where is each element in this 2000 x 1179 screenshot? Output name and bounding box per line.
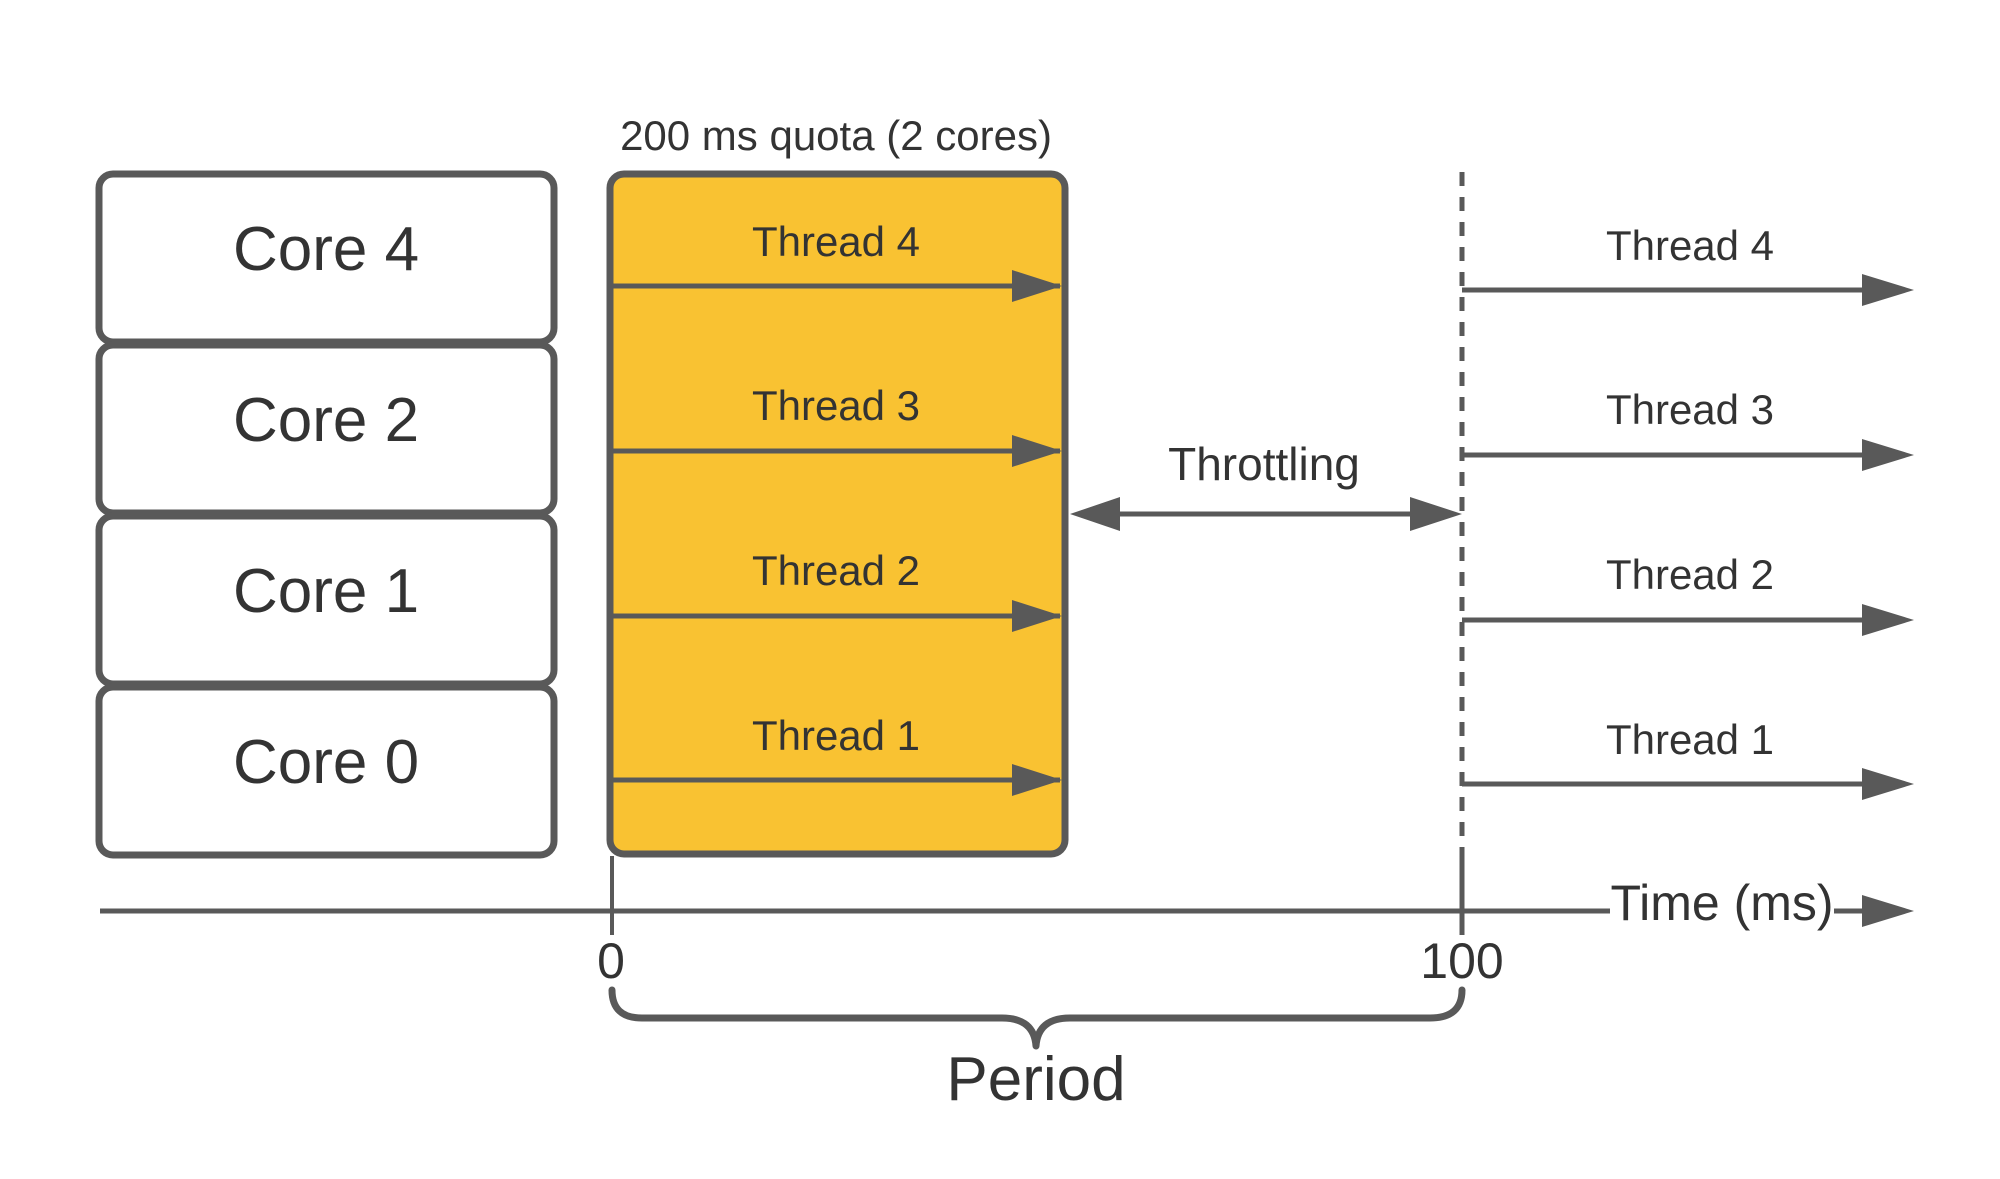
- next-thread-label-3: Thread 3: [1606, 386, 1774, 433]
- core-label-2: Core 2: [233, 386, 419, 455]
- next-thread-arrowhead-3: [1862, 439, 1914, 471]
- throttling-arrowhead-right: [1410, 497, 1462, 531]
- next-thread-label-2: Thread 2: [1606, 551, 1774, 598]
- time-axis: Time (ms) 0 100: [100, 856, 1914, 989]
- core-label-1: Core 1: [233, 557, 419, 626]
- period-label: Period: [946, 1045, 1125, 1114]
- throttling-label: Throttling: [1168, 438, 1360, 490]
- next-threads: Thread 4 Thread 3 Thread 2 Thread 1: [1462, 222, 1914, 800]
- period-brace: [608, 986, 1466, 1050]
- quota-thread-arrowhead-4: [1012, 270, 1062, 302]
- core-label-0: Core 0: [233, 728, 419, 797]
- core-box-0: [95, 683, 558, 859]
- next-thread-arrowhead-4: [1862, 274, 1914, 306]
- throttling-arrowhead-left: [1070, 497, 1120, 531]
- quota-label: 200 ms quota (2 cores): [620, 112, 1052, 159]
- time-axis-label: Time (ms): [1610, 875, 1833, 931]
- core-stack: Core 4 Core 2 Core 1 Core 0: [95, 170, 558, 859]
- time-axis-arrowhead: [1862, 895, 1914, 927]
- core-label-4: Core 4: [233, 215, 419, 284]
- tick-start-label: 0: [597, 933, 625, 989]
- quota-thread-label-1: Thread 1: [752, 712, 920, 759]
- quota-threads: Thread 4 Thread 3 Thread 2 Thread 1: [613, 218, 1062, 796]
- quota-box: [606, 170, 1069, 858]
- next-thread-label-4: Thread 4: [1606, 222, 1774, 269]
- next-thread-arrowhead-1: [1862, 768, 1914, 800]
- quota-thread-arrowhead-2: [1012, 600, 1062, 632]
- quota-thread-label-4: Thread 4: [752, 218, 920, 265]
- quota-thread-label-3: Thread 3: [752, 382, 920, 429]
- quota-thread-arrowhead-1: [1012, 764, 1062, 796]
- next-thread-label-1: Thread 1: [1606, 716, 1774, 763]
- quota-thread-arrowhead-3: [1012, 435, 1062, 467]
- next-thread-arrowhead-2: [1862, 604, 1914, 636]
- quota-thread-label-2: Thread 2: [752, 547, 920, 594]
- tick-end-label: 100: [1420, 933, 1503, 989]
